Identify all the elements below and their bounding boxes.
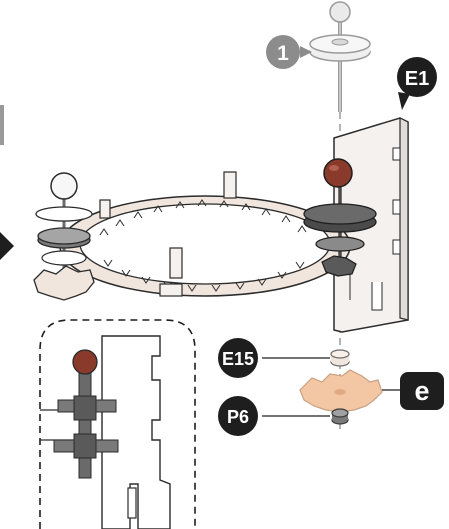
right-planet-assembly: [303, 158, 377, 277]
label-e1-text: E1: [405, 68, 429, 90]
label-e15: E15: [218, 338, 258, 378]
ring-post: [169, 247, 183, 279]
ring-post: [99, 199, 111, 219]
planet-ball-white: [50, 172, 78, 200]
label-e-text: e: [414, 376, 429, 406]
shaft-top-ball: [329, 1, 351, 23]
left-planet-stack: [33, 172, 95, 301]
planet-ball-red: [323, 158, 353, 188]
ring-post: [159, 283, 183, 297]
ring-gear: [59, 171, 351, 297]
direction-arrow: [0, 232, 14, 260]
cross-section-detail: [39, 319, 196, 529]
ring-post: [223, 171, 237, 199]
label-e1: E1: [397, 57, 437, 110]
label-e-tag: e: [382, 372, 444, 410]
label-p6: P6: [218, 396, 258, 436]
part-p6: [262, 408, 349, 425]
label-e15-text: E15: [222, 349, 254, 369]
step-number: 1: [277, 42, 289, 65]
step-badge: 1: [266, 35, 312, 69]
part-e15: [262, 349, 350, 367]
label-p6-text: P6: [227, 407, 249, 427]
step-1-part: [309, 1, 371, 112]
section-ball: [72, 349, 98, 375]
left-edge-mark: [0, 105, 4, 145]
orange-gear-e: [299, 369, 383, 413]
